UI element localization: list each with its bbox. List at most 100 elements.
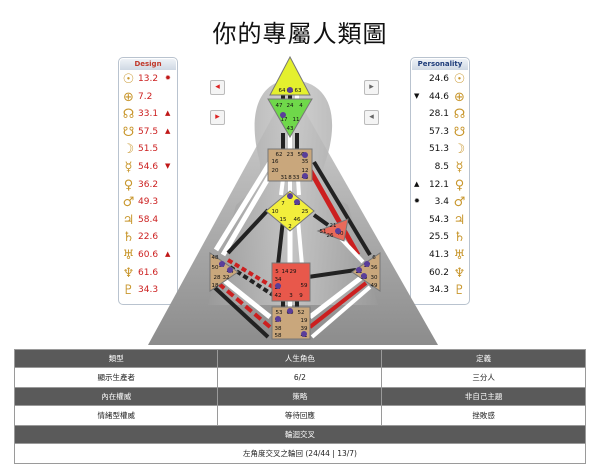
gate-label: 42 (275, 293, 282, 299)
design-value: 33.1 (138, 109, 159, 120)
mercury-icon: ☿ (455, 159, 464, 175)
gate-label: 50 (212, 265, 219, 271)
design-row: ☉13.2✹ (119, 71, 177, 89)
header-definition: 定義 (381, 349, 586, 368)
gate-label: 52 (298, 310, 305, 316)
sun-icon: ☉ (453, 72, 466, 87)
design-value: 61.6 (138, 267, 159, 278)
uranus-icon: ♅ (453, 247, 466, 263)
design-value: 22.6 (138, 232, 159, 243)
gate-label: 35 (302, 159, 309, 165)
header-authority: 內在權威 (13, 387, 219, 406)
personality-row: ☋57.3 (411, 124, 469, 142)
gate-label: 59 (301, 283, 308, 289)
value-authority: 情緒型權威 (13, 405, 219, 426)
value-strategy: 等待回應 (217, 405, 383, 426)
gate-label: 9 (299, 293, 303, 299)
gate-label: 5 (275, 269, 279, 275)
design-panel-header: Design (120, 59, 176, 70)
design-row: ♃58.4 (119, 212, 177, 230)
gate-label: 30 (371, 275, 378, 281)
design-row: ⊕7.2 (119, 89, 177, 107)
gate-label: 51 (320, 229, 327, 235)
design-top-arrow-icon[interactable]: ◂ (210, 80, 225, 95)
page-title: 你的專屬人類圖 (212, 20, 388, 48)
mercury-icon: ☿ (124, 159, 133, 175)
gate-label: 21 (330, 223, 337, 229)
heart-center (316, 218, 349, 242)
activation-mark-icon: ▲ (165, 126, 171, 135)
saturn-icon: ♄ (453, 230, 466, 246)
personality-row: ⊕44.6▼ (411, 89, 469, 107)
design-row: ♅60.6▲ (119, 247, 177, 265)
design-value: 54.6 (138, 161, 159, 172)
design-bottom-arrow-icon[interactable]: ▸ (210, 110, 225, 125)
personality-bottom-arrow-icon[interactable]: ◂ (364, 110, 379, 125)
gate-label: 58 (275, 333, 282, 339)
personality-row: ♀ 12.1 ▲ (411, 177, 469, 195)
moon-icon: ☽ (453, 142, 466, 158)
personality-value: 54.3 (428, 214, 449, 225)
venus-icon: ♀ (454, 177, 465, 193)
north-node-icon: ☊ (122, 107, 135, 123)
gate-label: 14 (282, 269, 289, 275)
design-value: 34.3 (138, 285, 159, 296)
gate-label: 17 (281, 117, 288, 123)
gate-label: 29 (290, 269, 297, 275)
south-node-icon: ☋ (122, 124, 135, 140)
pluto-icon: ♇ (453, 283, 466, 299)
gate-label: 63 (295, 88, 302, 94)
personality-row: ♄25.5 (411, 229, 469, 247)
personality-value: 41.3 (428, 249, 449, 260)
mars-icon: ♂ (122, 195, 135, 211)
gate-label: 16 (272, 159, 279, 165)
gate-label: 62 (276, 152, 283, 158)
personality-value: 57.3 (428, 126, 449, 137)
value-not-self: 挫敗感 (381, 405, 586, 426)
personality-panel: Personality ☉24.6⊕44.6▼☊28.1☋57.3☽51.3☿8… (410, 57, 470, 305)
g-center (265, 190, 315, 232)
personality-row: ☽51.3 (411, 141, 469, 159)
gate-label: 25 (302, 209, 309, 215)
gate-label: 49 (371, 283, 378, 289)
design-row: ♂49.3 (119, 194, 177, 212)
header-incarnation-cross: 輪迴交叉 (14, 425, 586, 444)
head-silhouette (208, 80, 378, 305)
saturn-icon: ♄ (122, 230, 135, 246)
personality-value: 12.1 (428, 179, 449, 190)
activated-gates (219, 87, 370, 337)
design-row: ♀36.2 (119, 177, 177, 195)
design-row: ♆61.6 (119, 265, 177, 283)
gate-label: 36 (371, 265, 378, 271)
personality-value: 8.5 (434, 161, 449, 172)
personality-value: 28.1 (428, 109, 449, 120)
channels (212, 93, 372, 339)
info-table: 類型 人生角色 定義 顯示生產者 6/2 三分人 內在權威 策略 非自己主題 情… (13, 349, 586, 464)
design-row: ☿ 54.6 ▼ (119, 159, 177, 177)
personality-row: ☿ 8.5 (411, 159, 469, 177)
gate-label: 11 (293, 117, 300, 123)
activation-mark-icon: ▼ (414, 91, 420, 100)
gate-label: 18 (212, 283, 219, 289)
head-center (269, 55, 311, 96)
design-value: 58.4 (138, 214, 159, 225)
value-profile: 6/2 (217, 367, 383, 388)
jupiter-icon: ♃ (122, 212, 135, 228)
activation-mark-icon: ▼ (165, 161, 171, 170)
pluto-icon: ♇ (122, 283, 135, 299)
gate-label: 34 (275, 277, 282, 283)
personality-top-arrow-icon[interactable]: ▸ (364, 80, 379, 95)
design-row: ☋57.5▲ (119, 124, 177, 142)
ajna-center (267, 98, 313, 138)
personality-value: 24.6 (428, 74, 449, 84)
gate-label: 15 (280, 217, 287, 223)
gate-label: 10 (272, 209, 279, 215)
personality-row: ☉ 24.6 (411, 71, 469, 89)
gate-label: 64 (279, 88, 286, 94)
earth-icon: ⊕ (454, 89, 465, 105)
activation-mark-icon: ▲ (414, 179, 420, 188)
gate-label: 33 (293, 175, 300, 181)
personality-row: ♇34.3 (411, 282, 469, 300)
earth-icon: ⊕ (123, 89, 134, 105)
gate-label: 38 (275, 326, 282, 332)
